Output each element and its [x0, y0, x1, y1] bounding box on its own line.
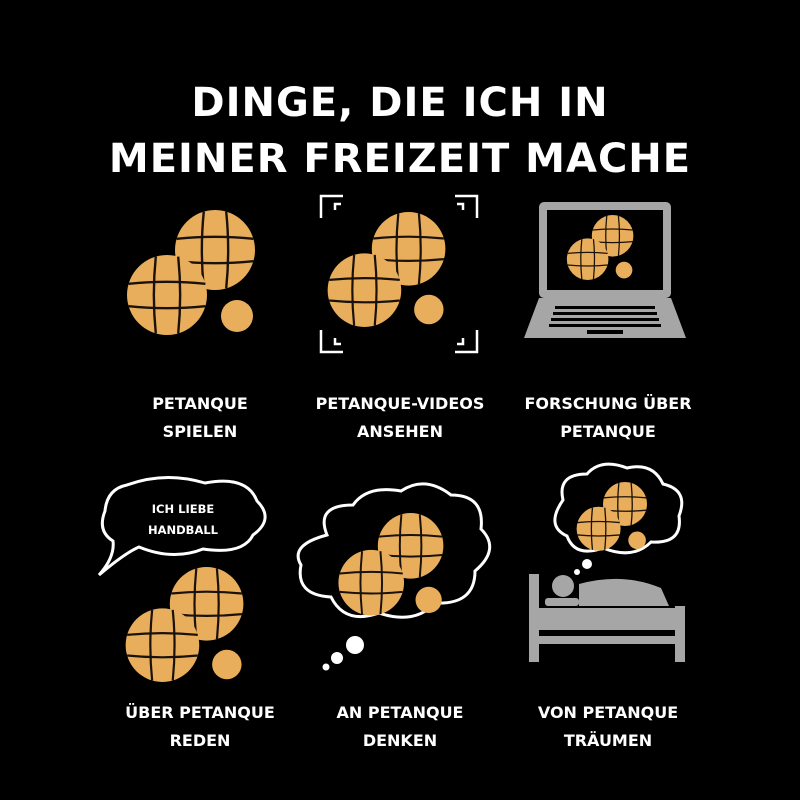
thought-bubble-icon [296, 482, 492, 671]
thought-dot-medium [331, 652, 343, 664]
boule-front [338, 549, 405, 616]
balls-group [566, 215, 634, 280]
caption-line: DENKEN [362, 731, 438, 750]
speech-bubble-text: ICH LIEBE HANDBALL [123, 499, 243, 541]
cochonnet [221, 300, 253, 332]
panel-petanque-spielen: PETANQUE SPIELEN [75, 190, 325, 490]
caption-denken: AN PETANQUE DENKEN [275, 699, 525, 755]
cochonnet [414, 294, 444, 325]
balls-group [338, 513, 444, 616]
camera-frame-icon [319, 194, 479, 354]
boule-front [566, 238, 609, 280]
title-line-2: MEINER FREIZEIT MACHE [108, 135, 692, 182]
bed-icon [529, 462, 685, 662]
boule-front [576, 506, 621, 551]
panel-denken: AN PETANQUE DENKEN [275, 475, 525, 775]
bed-pillow [545, 598, 579, 606]
thought-dot-large [346, 636, 364, 654]
boule-front [327, 253, 402, 327]
laptop-keyboard [549, 306, 661, 334]
panel-petanque-videos: PETANQUE-VIDEOS ANSEHEN [275, 190, 525, 490]
bubble-line: HANDBALL [147, 523, 219, 537]
title-line-1: DINGE, DIE ICH IN [191, 79, 609, 126]
sleeper-head [552, 575, 574, 597]
balls-group [127, 210, 255, 335]
caption-line: REDEN [169, 731, 231, 750]
speech-bubble-icon [97, 475, 267, 682]
caption-line: ANSEHEN [357, 422, 443, 441]
bed-blanket [579, 578, 669, 606]
balls-group [576, 482, 647, 551]
thought-dot-small [322, 663, 330, 671]
caption-line: TRÄUMEN [563, 731, 653, 750]
dream-dot-large [582, 559, 592, 569]
panel-forschung: FORSCHUNG ÜBER PETANQUE [483, 190, 733, 490]
caption-reden: ÜBER PETANQUE REDEN [75, 699, 325, 755]
dream-dot-small [574, 569, 580, 575]
boule-front [125, 608, 200, 682]
petanque-balls-icon [127, 210, 255, 335]
caption-line: FORSCHUNG ÜBER [524, 394, 692, 413]
cochonnet [628, 531, 646, 550]
balls-group [125, 567, 244, 682]
bubble-line: ICH LIEBE [151, 502, 215, 516]
frame-corners [319, 194, 479, 354]
bed-headboard [529, 574, 539, 662]
caption-forschung: FORSCHUNG ÜBER PETANQUE [483, 390, 733, 446]
cochonnet [415, 586, 442, 614]
caption-petanque-videos: PETANQUE-VIDEOS ANSEHEN [275, 390, 525, 446]
cochonnet [615, 261, 633, 279]
boule-front [127, 255, 207, 335]
caption-petanque-spielen: PETANQUE SPIELEN [75, 390, 325, 446]
panel-reden: ICH LIEBE HANDBALL ÜBER PETANQUE REDEN [75, 475, 325, 775]
caption-line: PETANQUE-VIDEOS [315, 394, 485, 413]
caption-traeumen: VON PETANQUE TRÄUMEN [483, 699, 733, 755]
bed-footboard [675, 606, 685, 662]
cochonnet [212, 649, 242, 680]
caption-line: SPIELEN [162, 422, 238, 441]
caption-line: AN PETANQUE [336, 703, 464, 722]
speech-bubble [97, 475, 267, 577]
bed-frame [539, 636, 675, 644]
bed-mattress [539, 608, 675, 630]
balls-group [327, 212, 446, 327]
caption-line: ÜBER PETANQUE [125, 703, 275, 722]
panel-traeumen: VON PETANQUE TRÄUMEN [483, 460, 733, 760]
caption-line: PETANQUE [560, 422, 656, 441]
page-title: DINGE, DIE ICH IN MEINER FREIZEIT MACHE [0, 75, 800, 187]
caption-line: PETANQUE [152, 394, 248, 413]
laptop-icon [524, 202, 686, 338]
caption-line: VON PETANQUE [537, 703, 679, 722]
